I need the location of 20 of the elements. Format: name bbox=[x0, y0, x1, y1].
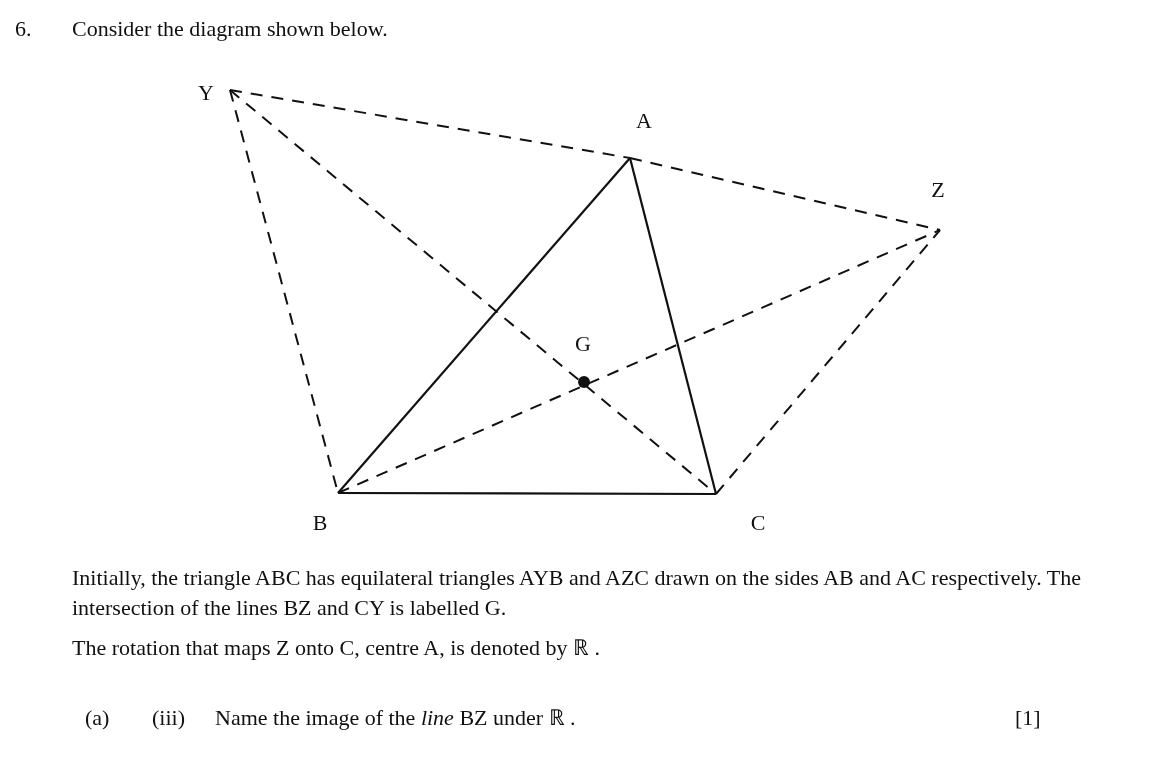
line-segment bbox=[628, 157, 718, 495]
question-text: The rotation that maps Z onto C, centre A, is denoted by ℝ . bbox=[72, 634, 600, 662]
line-segment bbox=[337, 157, 631, 494]
point-label: Y bbox=[198, 82, 214, 104]
dashed-line bbox=[229, 89, 631, 159]
point-label: A bbox=[636, 110, 652, 132]
question-text: Name the image of the line BZ under ℝ . bbox=[215, 704, 576, 732]
question-text: [1] bbox=[1015, 704, 1041, 732]
question-text: Consider the diagram shown below. bbox=[72, 15, 388, 43]
point-label: C bbox=[750, 512, 766, 534]
dashed-line bbox=[715, 229, 941, 495]
question-text: Initially, the triangle ABC has equilateral triangles AYB and AZC drawn on the sides AB and AC respectively. The intersection of the lines BZ and CY is labelled G. bbox=[72, 564, 1082, 622]
question-text: (iii) bbox=[152, 704, 185, 732]
dashed-line bbox=[629, 157, 941, 231]
line-segment bbox=[338, 491, 716, 496]
point-label: B bbox=[312, 512, 328, 534]
question-text: (a) bbox=[85, 704, 110, 732]
point-label: G bbox=[575, 333, 591, 355]
point-label: Z bbox=[931, 179, 945, 201]
question-number: 6. bbox=[15, 15, 32, 43]
